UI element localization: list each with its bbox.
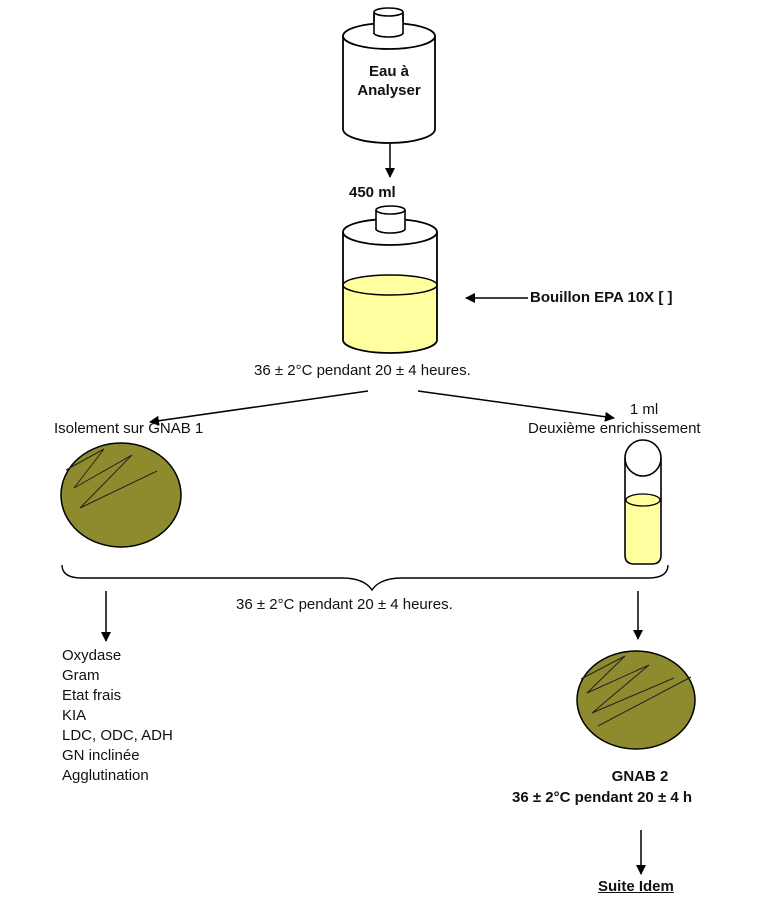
petri-dish-gnab2 <box>577 651 695 749</box>
volume-label: 450 ml <box>349 184 396 202</box>
sample-label-line2: Analyser <box>357 82 420 99</box>
test-item: Gram <box>62 666 173 686</box>
enrichment-volume-label: 1 ml <box>624 401 664 419</box>
gnab2-incubation: 36 ± 2°C pendant 20 ± 4 h <box>512 789 692 807</box>
test-tube-stopper <box>625 440 661 476</box>
test-item: GN inclinée <box>62 746 173 766</box>
incubation-label-2: 36 ± 2°C pendant 20 ± 4 heures. <box>236 596 453 614</box>
test-item: KIA <box>62 706 173 726</box>
isolement-label: Isolement sur GNAB 1 <box>54 420 203 438</box>
suite-label: Suite Idem <box>598 878 674 896</box>
grouping-brace <box>62 565 668 590</box>
broth-bottle-cap <box>376 206 405 214</box>
tests-list: Oxydase Gram Etat frais KIA LDC, ODC, AD… <box>62 646 173 786</box>
test-item: LDC, ODC, ADH <box>62 726 173 746</box>
test-item: Etat frais <box>62 686 173 706</box>
sample-label-line1: Eau à <box>369 63 409 80</box>
arrow-to-enrichissement <box>418 391 614 418</box>
broth-label: Bouillon EPA 10X [ ] <box>530 289 673 307</box>
test-tube <box>625 440 661 564</box>
incubation-label-1: 36 ± 2°C pendant 20 ± 4 heures. <box>254 362 471 380</box>
enrichment-label: Deuxième enrichissement <box>528 420 701 438</box>
test-tube-liquid <box>626 500 660 563</box>
petri-dish-gnab1 <box>61 443 181 547</box>
test-item: Oxydase <box>62 646 173 666</box>
arrow-to-isolement <box>150 391 368 422</box>
broth-bottle <box>343 206 437 353</box>
sample-bottle-label: Eau à Analyser <box>339 62 439 100</box>
test-item: Agglutination <box>62 766 173 786</box>
gnab2-label: GNAB 2 <box>560 768 720 786</box>
